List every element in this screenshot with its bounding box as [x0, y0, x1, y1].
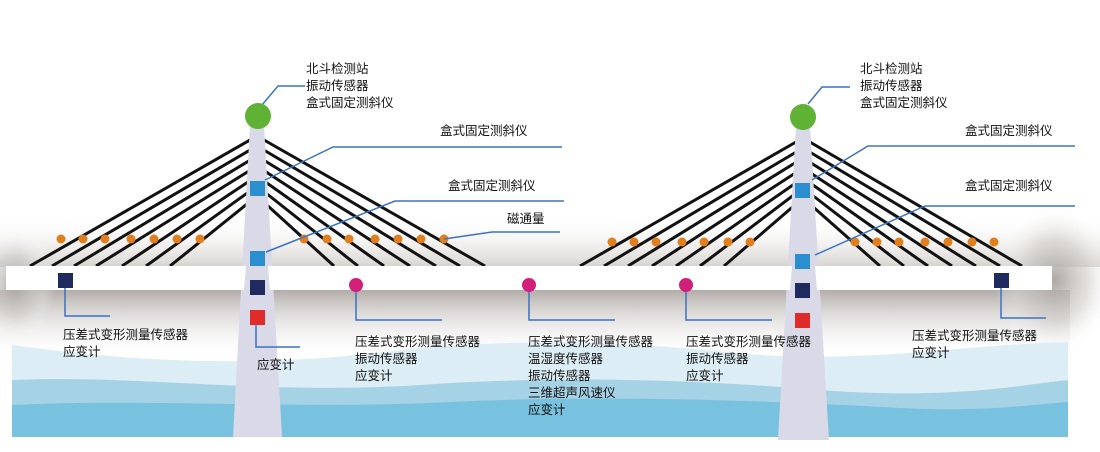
left-strain-gauge-label: 应变计: [257, 357, 295, 372]
left-cable-left-3: [73, 154, 258, 268]
leader-left-incl-lower: [265, 200, 564, 253]
leader-deck-4: [685, 285, 772, 321]
magnetic-flux-sensor-icon: [56, 234, 66, 244]
right-cable-right-6: [802, 186, 905, 268]
deck-sensor-4-label: 压差式变形测量传感器 振动传感器 应变计: [686, 334, 812, 383]
leader-lines: [64, 85, 1075, 348]
right-cable-right-7: [802, 196, 881, 268]
deck-multi-sensor-3-icon: [522, 278, 536, 292]
right-cable-left-5: [675, 176, 804, 268]
magnetic-flux-sensor-icon: [370, 234, 380, 244]
left-cable-left-5: [121, 174, 258, 268]
right-cable-right-1: [802, 136, 1023, 268]
magnetic-flux-sensor-icon: [850, 237, 860, 247]
left-strain-gauge-icon: [250, 310, 265, 325]
left-cable-left-7: [169, 194, 258, 268]
leader-deck-2: [355, 285, 442, 321]
left-cable-right-1: [256, 134, 486, 268]
left-inclinometer-upper-label: 盒式固定测斜仪: [440, 123, 528, 138]
right-cable-left-3: [627, 156, 804, 268]
left-top-label: 北斗检测站 振动传感器 盒式固定测斜仪: [306, 61, 394, 110]
stay-cables: [29, 134, 1023, 268]
right-cable-left-2: [603, 146, 804, 268]
magnetic-flux-sensor-icon: [894, 237, 904, 247]
right-top-label: 北斗检测站 振动传感器 盒式固定测斜仪: [860, 61, 948, 110]
leader-right-top: [807, 86, 850, 105]
left-cable-left-1: [29, 134, 258, 268]
right-cable-left-4: [651, 166, 804, 268]
magnetic-flux-sensor-icon: [78, 234, 88, 244]
deck-sensor-5-label: 压差式变形测量传感器 应变计: [912, 328, 1038, 360]
magnetic-flux-sensor-icon: [629, 237, 639, 247]
leader-flux: [443, 231, 560, 240]
magnetic-flux-sensor-icon: [699, 237, 709, 247]
right-cable-right-3: [802, 156, 977, 268]
left-cable-right-5: [256, 174, 385, 268]
magnetic-flux-sensor-icon: [100, 234, 110, 244]
right-inclinometer-lower-label: 盒式固定测斜仪: [965, 178, 1053, 193]
right-deformation-sensor-icon: [795, 283, 810, 298]
magnetic-flux-sensor-icon: [416, 234, 426, 244]
magnetic-flux-sensor-icon: [723, 237, 733, 247]
left-cable-left-6: [145, 184, 258, 268]
left-deformation-sensor-icon: [250, 280, 265, 295]
deck-deformation-sensor-5-icon: [994, 273, 1009, 288]
leader-left-incl-upper: [264, 146, 562, 181]
magnetic-flux-sensor-icon: [745, 237, 755, 247]
magnetic-flux-sensor-icon: [149, 234, 159, 244]
right-beidou-station-icon: [790, 104, 816, 130]
deck-sensor-2-label: 压差式变形测量传感器 振动传感器 应变计: [355, 334, 481, 383]
left-cable-right-2: [256, 144, 461, 268]
left-cable-left-2: [51, 144, 258, 268]
deck-multi-sensor-4-icon: [679, 278, 693, 292]
deck-deformation-sensor-1-icon: [58, 273, 73, 288]
magnetic-flux-sensor-icon: [677, 237, 687, 247]
left-cable-left-4: [95, 164, 258, 268]
left-inclinometer-lower-label: 盒式固定测斜仪: [448, 178, 536, 193]
magnetic-flux-sensor-icon: [872, 237, 882, 247]
leader-deck-5: [1000, 283, 1046, 319]
magnetic-flux-sensor-icon: [322, 234, 332, 244]
magnetic-flux-sensor-icon: [967, 237, 977, 247]
left-beidou-station-icon: [245, 103, 271, 129]
leader-deck-3: [528, 285, 615, 321]
right-inclinometer-upper-icon: [795, 183, 810, 198]
magnetic-flux-sensor-icon: [920, 237, 930, 247]
right-inclinometer-lower-icon: [795, 254, 810, 269]
left-cable-right-6: [256, 184, 359, 268]
right-cable-right-5: [802, 176, 929, 268]
magnetic-flux-sensor-icon: [195, 234, 205, 244]
deck-sensor-1-label: 压差式变形测量传感器 应变计: [63, 327, 189, 359]
magnetic-flux-sensor-icon: [172, 234, 182, 244]
left-inclinometer-upper-icon: [250, 181, 265, 196]
left-inclinometer-lower-icon: [250, 251, 265, 266]
left-cable-right-3: [256, 154, 437, 268]
magnetic-flux-sensor-icon: [126, 234, 136, 244]
leader-left-top: [261, 85, 305, 106]
deck-multi-sensor-2-icon: [349, 278, 363, 292]
right-inclinometer-upper-label: 盒式固定测斜仪: [965, 123, 1053, 138]
right-cable-right-2: [802, 146, 1001, 268]
leader-right-incl-upper: [811, 145, 1075, 181]
right-cable-right-4: [802, 166, 953, 268]
magnetic-flux-label: 磁通量: [507, 211, 545, 226]
leader-left-strain: [255, 318, 300, 348]
magnetic-flux-sensor-icon: [651, 237, 661, 247]
magnetic-flux-sensor-icon: [344, 234, 354, 244]
right-cable-left-6: [699, 186, 804, 268]
left-cable-right-7: [255, 194, 336, 268]
right-strain-gauge-icon: [795, 313, 810, 328]
right-cable-left-7: [723, 196, 804, 268]
leader-right-incl-lower: [814, 205, 1075, 256]
magnetic-flux-sensors: [56, 234, 999, 247]
left-cable-right-4: [256, 164, 411, 268]
right-cable-left-1: [579, 136, 804, 268]
magnetic-flux-sensor-icon: [393, 234, 403, 244]
leader-deck-1: [64, 283, 110, 317]
magnetic-flux-sensor-icon: [943, 237, 953, 247]
magnetic-flux-sensor-icon: [989, 237, 999, 247]
magnetic-flux-sensor-icon: [607, 237, 617, 247]
deck-sensor-3-label: 压差式变形测量传感器 温湿度传感器 振动传感器 三维超声风速仪 应变计: [528, 334, 654, 417]
